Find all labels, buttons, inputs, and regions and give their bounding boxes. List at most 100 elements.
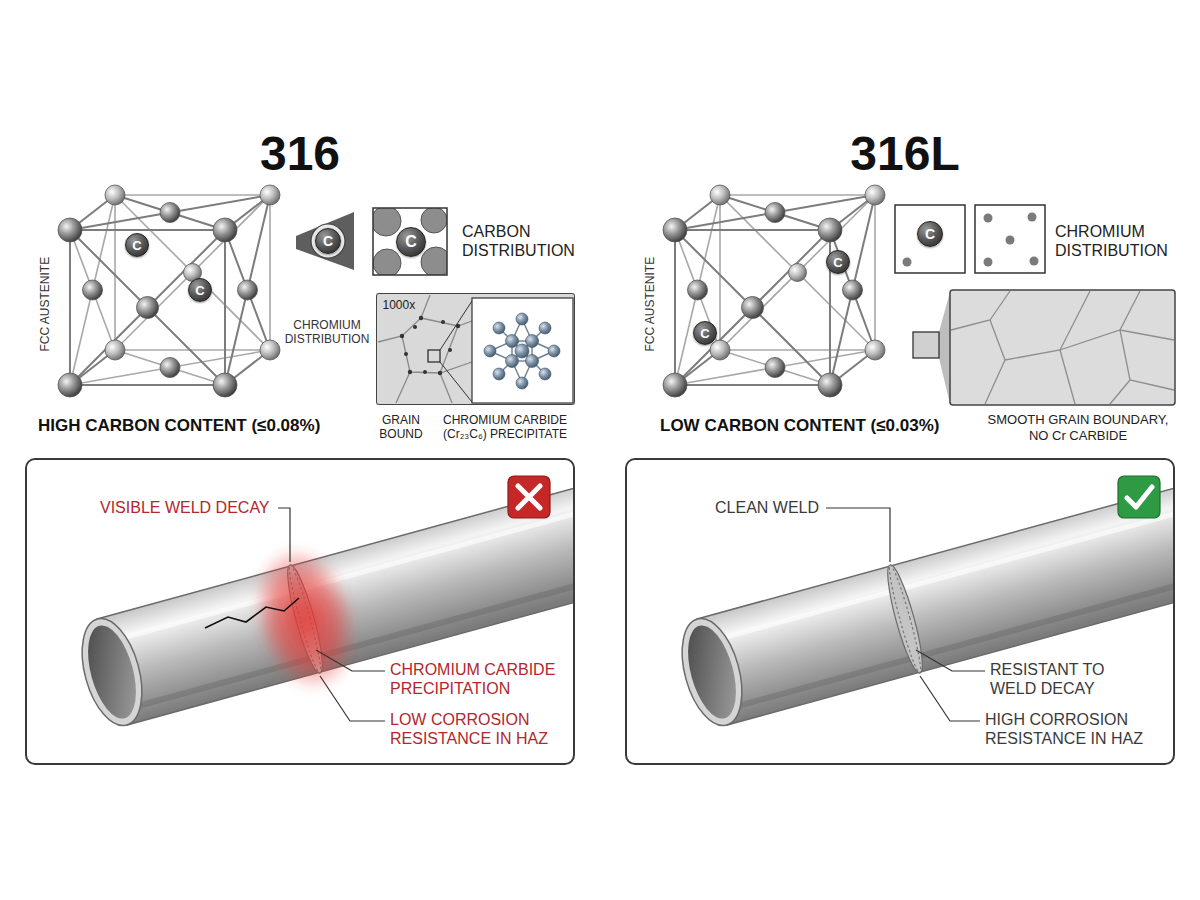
weld-panel: CLEAN WELD RESISTANT TO WELD DECAY HIGH CO… xyxy=(625,458,1175,765)
carbide-cluster xyxy=(506,355,519,368)
lattice-right xyxy=(663,185,885,397)
micrograph-box: 1000x xyxy=(376,293,575,405)
carbide-cluster xyxy=(539,368,551,380)
micrograph-smooth xyxy=(913,332,939,358)
atom-symbol: C xyxy=(132,239,141,252)
carbide-cluster xyxy=(515,344,529,358)
carbon-atom: C xyxy=(693,321,717,345)
carbon-distribution-box xyxy=(373,208,401,236)
distribution-label: CHROMIUM DISTRIBUTION xyxy=(1055,222,1190,260)
leader-line xyxy=(826,508,890,562)
micrograph-smooth xyxy=(1060,330,1174,350)
magnifier-wedge xyxy=(311,224,345,258)
carbide-cluster xyxy=(526,335,539,348)
carbon-distribution-box xyxy=(371,206,451,277)
micrograph-caption: GRAIN BOUND xyxy=(372,413,430,442)
micrograph-texture xyxy=(404,352,408,356)
magnifier-wedge xyxy=(296,212,354,270)
precipitate-caption: CHROMIUM CARBIDE (Cr₂₃C₆) PRECIPITATE xyxy=(425,413,585,442)
micrograph-texture xyxy=(421,318,472,326)
carbide-cluster xyxy=(493,368,505,380)
chromium-distribution-boxes xyxy=(903,258,912,267)
atom-symbol: C xyxy=(323,234,333,248)
panel-heading: 316 xyxy=(200,128,400,181)
benefit-callout: HIGH CORROSION RESISTANCE IN HAZ xyxy=(985,710,1150,748)
carbon-content-label: LOW CARBON CONTENT (≤0.03%) xyxy=(660,416,939,436)
pipe-left xyxy=(71,471,573,732)
carbide-cluster xyxy=(516,313,528,325)
chromium-distribution-boxes xyxy=(1006,236,1015,245)
micrograph-texture xyxy=(423,370,427,374)
micrograph-texture xyxy=(378,295,472,403)
micrograph-texture xyxy=(396,372,410,403)
micrograph-texture xyxy=(419,316,423,320)
leader-line xyxy=(278,508,985,721)
pipe-left xyxy=(71,471,573,732)
magnification-label: 1000x xyxy=(383,298,416,312)
carbide-cluster xyxy=(539,322,551,334)
atom-symbol: C xyxy=(925,227,935,241)
pipe-right xyxy=(671,471,1173,732)
carbide-cluster xyxy=(484,313,560,389)
carbon-atom: C xyxy=(826,250,850,274)
defect-callout: VISIBLE WELD DECAY xyxy=(100,498,270,517)
carbon-distribution-box xyxy=(373,249,401,275)
lattice-right xyxy=(663,185,885,397)
micrograph-texture xyxy=(400,334,404,338)
carbon-atom: C xyxy=(917,221,943,247)
pipe-right xyxy=(671,471,1173,732)
carbon-atom: C xyxy=(315,228,341,254)
chromium-distribution-boxes xyxy=(895,205,965,273)
distribution-label: CHROMIUM DISTRIBUTION xyxy=(275,318,379,347)
carbide-cluster xyxy=(484,345,496,357)
micrograph-texture xyxy=(378,295,430,342)
leader-line xyxy=(916,650,985,671)
carbide-cluster xyxy=(490,319,554,383)
leader-line xyxy=(316,650,385,671)
micrograph-texture xyxy=(472,298,573,403)
carbon-atom: C xyxy=(188,278,212,302)
defect-callout: CHROMIUM CARBIDE PRECIPITATION xyxy=(390,660,560,698)
carbide-cluster xyxy=(516,377,528,389)
carbide-cluster xyxy=(506,335,519,348)
carbide-cluster xyxy=(484,313,560,389)
atom-symbol: C xyxy=(833,256,842,269)
fail-icon xyxy=(508,476,550,518)
leader-line xyxy=(320,676,385,721)
pass-icon xyxy=(1118,476,1160,518)
lattice-left xyxy=(58,185,280,397)
chromium-distribution-boxes xyxy=(895,205,1045,273)
lattice-left xyxy=(58,185,280,397)
micrograph-smooth xyxy=(1110,380,1130,404)
benefit-callout: RESISTANT TO WELD DECAY xyxy=(990,660,1150,698)
micrograph-texture xyxy=(376,293,575,405)
micrograph-smooth xyxy=(913,290,1175,405)
benefit-callout: CLEAN WELD xyxy=(715,498,819,517)
atom-symbol: C xyxy=(700,327,709,340)
micrograph-smooth xyxy=(951,291,1174,404)
defect-callout: LOW CORROSION RESISTANCE IN HAZ xyxy=(390,710,560,748)
micrograph-smooth xyxy=(939,292,950,404)
micrograph-texture xyxy=(428,350,440,362)
chromium-distribution-boxes xyxy=(984,258,993,267)
pipe-left xyxy=(237,534,373,703)
micrograph-texture xyxy=(440,373,452,403)
micrograph-texture xyxy=(448,348,452,352)
micrograph-texture xyxy=(400,316,460,375)
micrograph-smooth xyxy=(1060,350,1075,404)
carbon-atom: C xyxy=(125,233,149,257)
micrograph-texture xyxy=(408,370,412,374)
carbon-distribution-box xyxy=(421,208,447,233)
carbon-distribution-box xyxy=(373,208,447,275)
weld-panel: VISIBLE WELD DECAY CHROMIUM CARBIDE PRECI… xyxy=(25,458,575,765)
micrograph-texture xyxy=(413,325,417,329)
chromium-distribution-boxes xyxy=(984,214,993,223)
chromium-distribution-boxes xyxy=(1028,213,1037,222)
micrograph-smooth xyxy=(1120,330,1174,390)
atom-symbol: C xyxy=(195,284,204,297)
pass-icon xyxy=(1118,476,1160,518)
pass-icon xyxy=(1127,487,1152,507)
structure-label: FCC AUSTENITE xyxy=(643,244,657,364)
atom-symbol: C xyxy=(405,234,417,250)
